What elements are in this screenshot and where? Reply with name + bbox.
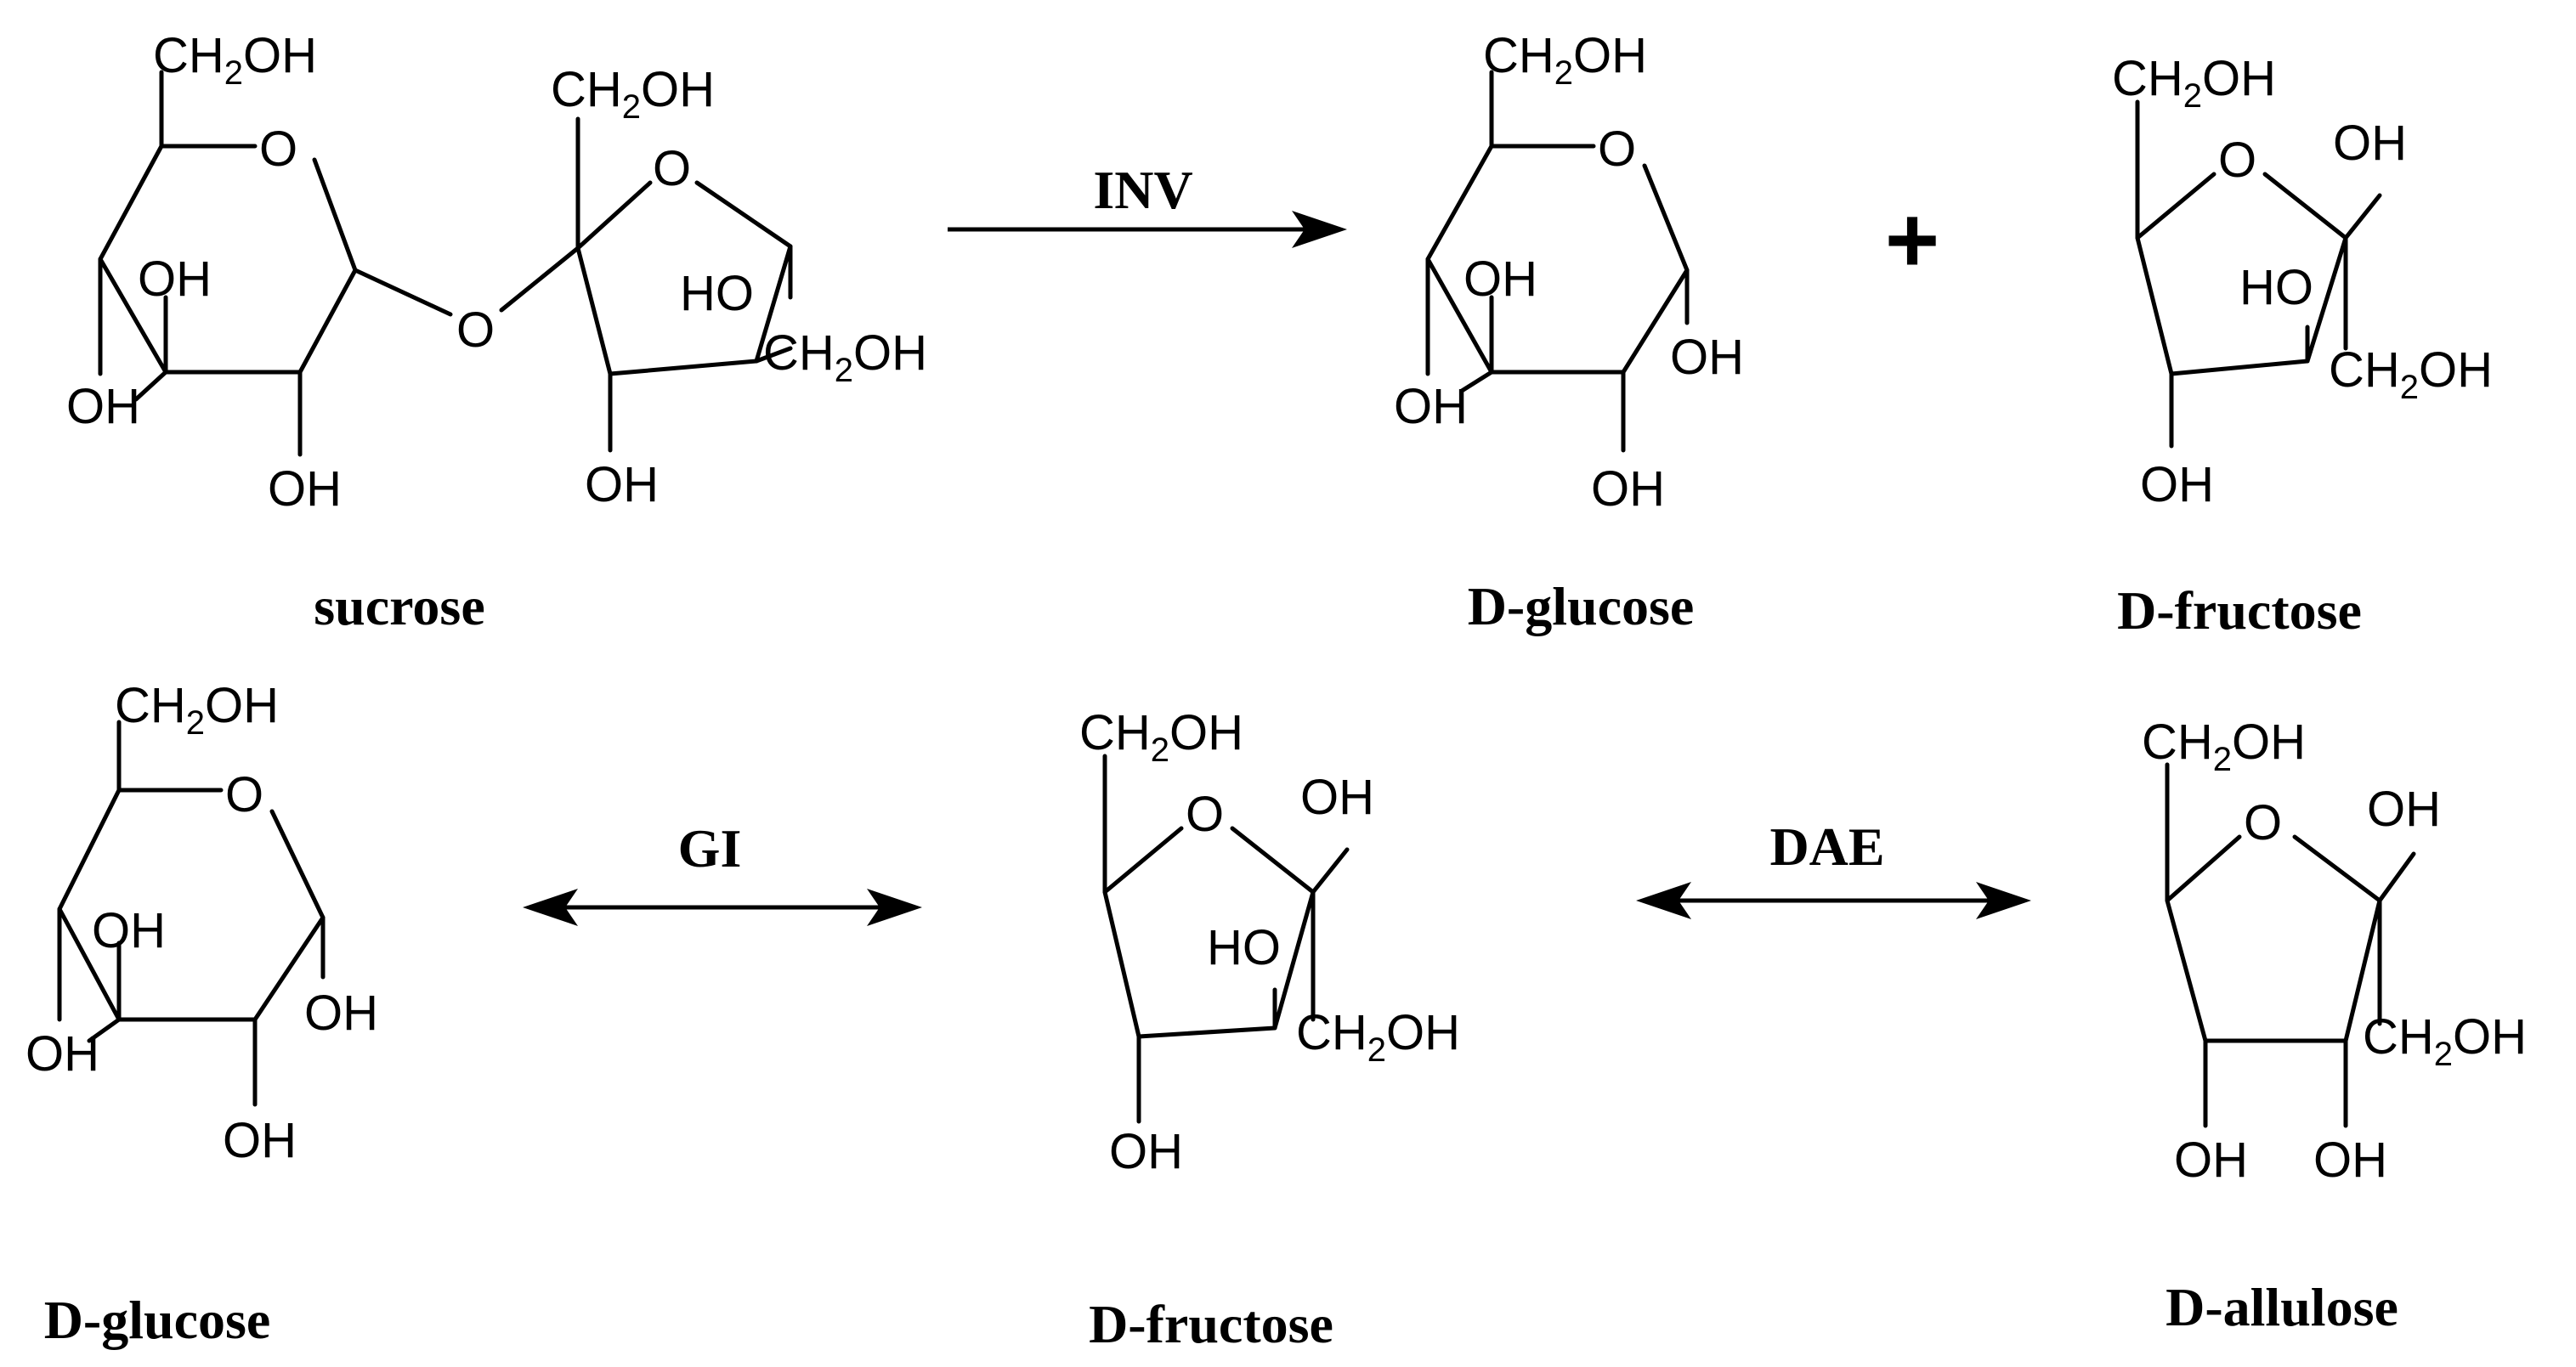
ring-oxygen-label: O (259, 121, 297, 177)
ring-oxygen-label: O (1598, 121, 1636, 177)
atom-label: OH (2333, 116, 2407, 171)
atom-label: CH2OH (1483, 28, 1647, 92)
ring-oxygen-label: O (1186, 787, 1224, 842)
atom-label: CH2OH (763, 325, 927, 389)
reaction-arrow-gi (523, 889, 922, 926)
atom-label: OH (1591, 461, 1665, 517)
ring-oxygen-label: O (2218, 133, 2256, 188)
enzyme-label-dae: DAE (1769, 816, 1884, 877)
atom-label: OH (1394, 379, 1468, 434)
atom-label: OH (268, 461, 342, 517)
compound-name-d-allulose: D-allulose (2166, 1277, 2398, 1337)
d-fructose-structure-top: CH2OH O OH HO CH2OH OH (2112, 51, 2493, 512)
d-glucose-structure-top: CH2OH O OH OH OH OH (1394, 28, 1744, 517)
sucrose-structure: CH2OH O OH OH OH O CH2OH O HO CH2OH OH (66, 28, 927, 517)
atom-label: OH (223, 1113, 297, 1168)
atom-label: CH2OH (2142, 715, 2306, 778)
compound-name-d-glucose-bottom: D-glucose (44, 1290, 271, 1350)
atom-label: OH (1300, 770, 1374, 825)
atom-label: OH (1464, 251, 1537, 307)
atom-label: OH (25, 1026, 99, 1082)
atom-label: CH2OH (2329, 342, 2493, 406)
d-fructose-structure-bottom: CH2OH O OH HO CH2OH OH (1079, 705, 1460, 1179)
atom-label: HO (1207, 920, 1281, 975)
compound-name-d-fructose-top: D-fructose (2117, 580, 2362, 641)
atom-label: HO (680, 266, 754, 321)
atom-label: OH (2367, 782, 2441, 837)
atom-label: OH (138, 251, 212, 307)
atom-label: HO (2239, 260, 2313, 315)
atom-label: CH2OH (153, 28, 317, 92)
atom-label: OH (1109, 1124, 1183, 1179)
glycosidic-oxygen-label: O (456, 302, 495, 358)
enzyme-label-gi: GI (678, 818, 742, 878)
reaction-arrow-inv (948, 211, 1347, 248)
atom-label: OH (585, 457, 659, 512)
reaction-arrow-dae (1636, 882, 2031, 919)
atom-label: CH2OH (2112, 51, 2276, 115)
atom-label: OH (66, 379, 140, 434)
d-glucose-structure-bottom: CH2OH O OH OH OH OH (25, 678, 378, 1168)
atom-label: OH (92, 903, 166, 958)
atom-label: CH2OH (551, 62, 715, 126)
atom-label: OH (2140, 457, 2214, 512)
plus-sign: + (1885, 188, 1939, 292)
atom-label: OH (304, 986, 378, 1041)
atom-label: CH2OH (1079, 705, 1243, 769)
atom-label: CH2OH (1296, 1005, 1460, 1069)
ring-oxygen-label: O (653, 141, 691, 196)
atom-label: CH2OH (115, 678, 279, 742)
ring-oxygen-label: O (225, 767, 263, 822)
compound-name-d-fructose-bottom: D-fructose (1089, 1294, 1333, 1354)
d-allulose-structure: CH2OH O OH CH2OH OH OH (2142, 715, 2527, 1188)
atom-label: OH (2174, 1133, 2248, 1188)
ring-oxygen-label: O (2244, 795, 2282, 850)
compound-name-sucrose: sucrose (314, 576, 484, 636)
compound-name-d-glucose-top: D-glucose (1468, 576, 1695, 636)
atom-label: OH (2313, 1133, 2387, 1188)
atom-label: CH2OH (2363, 1009, 2527, 1073)
atom-label: OH (1670, 330, 1744, 385)
enzyme-label-inv: INV (1093, 160, 1192, 220)
